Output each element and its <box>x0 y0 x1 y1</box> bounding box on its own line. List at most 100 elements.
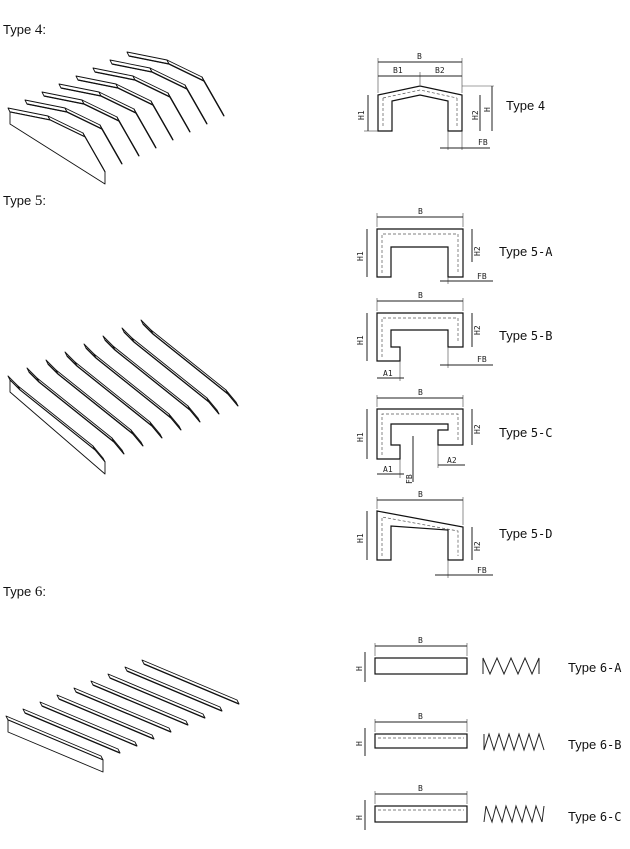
heading-colon: : <box>42 22 46 37</box>
bellows-fold-edge <box>94 71 191 133</box>
bellows-end-plate <box>7 719 104 773</box>
bellows-fold-edge <box>24 712 121 754</box>
heading-type-6: Type 6: <box>3 584 46 601</box>
dim-h2: H2 <box>471 110 480 120</box>
bellows-fold-edge <box>142 323 239 407</box>
label-word: Type <box>568 737 597 752</box>
type6a-profile-drawing: B H <box>355 636 540 682</box>
label-type-5b: Type 5-B <box>499 328 553 343</box>
type6b-profile-drawing: B H <box>355 712 545 756</box>
heading-number: 4 <box>34 22 43 38</box>
bellows-fold-edge <box>58 698 155 740</box>
bellows-fold-edge <box>109 677 206 719</box>
dim-h2: H2 <box>473 424 482 434</box>
bellows-fold-edge <box>92 684 189 726</box>
type6-bellows-isometric <box>5 659 240 773</box>
dim-b: B <box>418 388 423 397</box>
dim-b2: B2 <box>435 66 445 75</box>
type5b-profile-drawing: B H1 H2 FB A1 <box>356 291 493 381</box>
bellows-fold-edge <box>28 371 125 455</box>
dim-b: B <box>418 636 423 645</box>
dim-fb: FB <box>477 566 487 575</box>
bellows-fold-edge <box>66 355 163 439</box>
label-type-5a: Type 5-A <box>499 244 553 259</box>
type5c-profile-drawing: B H1 H2 A1 A2 FB <box>356 388 482 484</box>
type5-bellows-isometric <box>7 319 239 475</box>
dim-a1: A1 <box>383 465 393 474</box>
heading-colon: : <box>42 584 46 599</box>
dim-b: B <box>418 784 423 793</box>
label-word: Type <box>568 809 597 824</box>
type5a-profile-drawing: B H1 H2 FB <box>356 207 493 284</box>
label-code: 5-B <box>530 329 553 343</box>
dim-b: B <box>418 712 423 721</box>
label-code: 4 <box>537 99 546 113</box>
dim-h1: H1 <box>356 432 365 442</box>
heading-type-4: Type 4: <box>3 22 46 39</box>
bellows-fold-edge <box>111 63 208 125</box>
label-code: 5-D <box>530 527 553 541</box>
label-type-5d: Type 5-D <box>499 526 553 541</box>
dim-h1: H1 <box>357 110 366 120</box>
label-word: Type <box>499 244 528 259</box>
label-code: 6-C <box>599 810 622 824</box>
dim-a2: A2 <box>447 456 457 465</box>
heading-word: Type <box>3 193 32 208</box>
bellows-fold-edge <box>41 705 138 747</box>
dim-b1: B1 <box>393 66 403 75</box>
label-code: 5-C <box>530 426 553 440</box>
dim-h: H <box>355 815 364 820</box>
bellows-fold-edge <box>123 331 220 415</box>
heading-number: 6 <box>34 584 43 600</box>
dim-h: H <box>483 107 492 112</box>
type4-bellows-isometric <box>7 51 225 185</box>
bellows-fold-edge <box>75 691 172 733</box>
bellows-end-plate <box>9 111 106 185</box>
heading-word: Type <box>3 22 32 37</box>
dim-h2: H2 <box>473 325 482 335</box>
dim-fb: FB <box>477 355 487 364</box>
label-word: Type <box>506 98 535 113</box>
bellows-fold-edge <box>126 670 223 712</box>
heading-number: 5 <box>34 193 43 209</box>
label-word: Type <box>499 526 528 541</box>
label-word: Type <box>568 660 597 675</box>
dim-h1: H1 <box>356 533 365 543</box>
label-type-6a: Type 6-A <box>568 660 622 675</box>
dim-h2: H2 <box>473 246 482 256</box>
dim-fb: FB <box>478 138 488 147</box>
type6c-profile-drawing: B H <box>355 784 545 830</box>
dim-b: B <box>418 490 423 499</box>
label-word: Type <box>499 425 528 440</box>
dim-a1: A1 <box>383 369 393 378</box>
bellows-fold-edge <box>47 363 144 447</box>
bellows-fold-edge <box>104 339 201 423</box>
dim-h1: H1 <box>356 335 365 345</box>
dim-h: H <box>355 741 364 746</box>
bellows-end-plate <box>9 379 106 475</box>
dim-b: B <box>417 52 422 61</box>
label-type-5c: Type 5-C <box>499 425 553 440</box>
dim-fb: FB <box>477 272 487 281</box>
heading-type-5: Type 5: <box>3 193 46 210</box>
bellows-fold-edge <box>26 103 123 165</box>
dim-h2: H2 <box>473 541 482 551</box>
bellows-fold-edge <box>143 663 240 705</box>
dim-b: B <box>418 291 423 300</box>
bellows-fold-edge <box>85 347 182 431</box>
bellows-fold-edge <box>43 95 140 157</box>
heading-colon: : <box>42 193 46 208</box>
label-type-4: Type 4 <box>506 98 545 113</box>
bellows-fold-edge <box>77 79 174 141</box>
label-code: 6-A <box>599 661 622 675</box>
label-type-6b: Type 6-B <box>568 737 622 752</box>
type5d-profile-drawing: B H1 H2 FB <box>356 490 493 578</box>
bellows-fold-edge <box>128 55 225 117</box>
heading-word: Type <box>3 584 32 599</box>
label-code: 6-B <box>599 738 622 752</box>
dim-h: H <box>355 666 364 671</box>
dim-b: B <box>418 207 423 216</box>
label-type-6c: Type 6-C <box>568 809 622 824</box>
dim-fb: FB <box>405 474 414 484</box>
